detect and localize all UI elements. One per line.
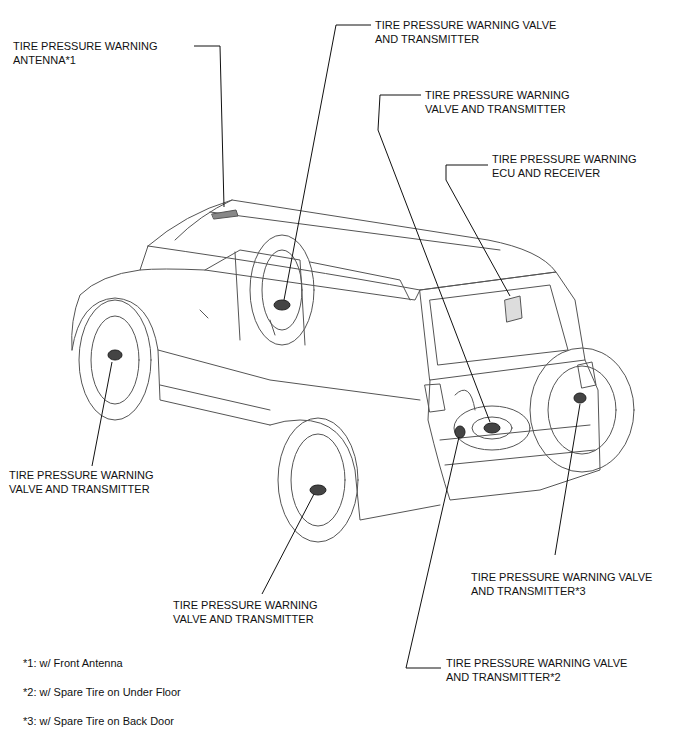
part-label: TIRE PRESSURE WARNING VALVE AND TRANSMIT… <box>172 598 339 626</box>
part-label: TIRE PRESSURE WARNING VALVE AND TRANSMIT… <box>424 88 591 116</box>
footnote: *3: w/ Spare Tire on Back Door <box>22 714 175 728</box>
part-label: TIRE PRESSURE WARNING VALVE AND TRANSMIT… <box>8 468 175 496</box>
footnote: *1: w/ Front Antenna <box>22 656 124 670</box>
part-label: TIRE PRESSURE WARNING ECU AND RECEIVER <box>491 152 658 180</box>
part-label: TIRE PRESSURE WARNING VALVE AND TRANSMIT… <box>470 570 667 598</box>
part-label: TIRE PRESSURE WARNING VALVE AND TRANSMIT… <box>445 656 642 684</box>
footnote: *2: w/ Spare Tire on Under Floor <box>22 685 182 699</box>
part-label: TIRE PRESSURE WARNING VALVE AND TRANSMIT… <box>374 18 571 46</box>
part-label: TIRE PRESSURE WARNING ANTENNA*1 <box>12 39 194 67</box>
